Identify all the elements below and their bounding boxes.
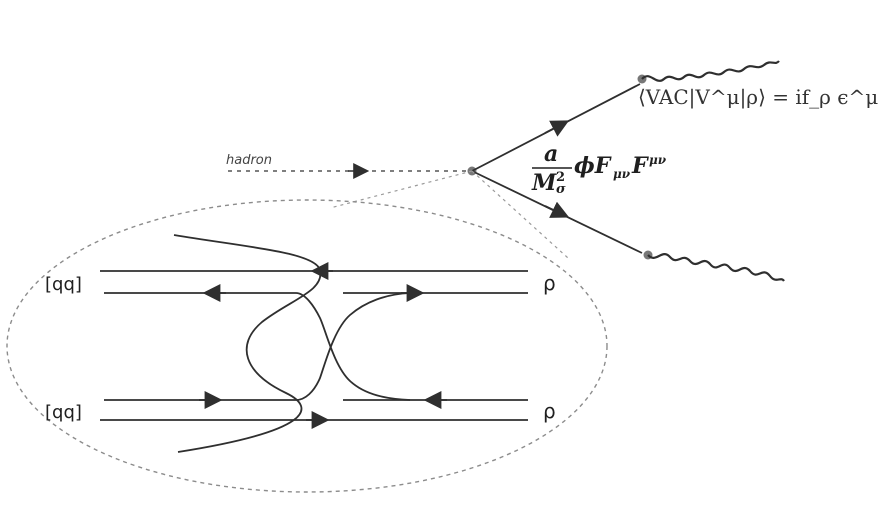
top-fermion-arrow xyxy=(544,120,570,137)
coupling-rest-main-2: F xyxy=(631,153,649,179)
coupling-rest-superscript: μν xyxy=(649,153,667,167)
coupling-rest-main: ϕF xyxy=(574,153,612,179)
coupling-numerator: a xyxy=(544,141,558,167)
zoom-connector-left xyxy=(329,170,473,209)
hadron-label: hadron xyxy=(226,153,272,168)
zoom-ellipse xyxy=(6,199,608,493)
vacuum-matrix-element-label: ⟨VAC|V^μ|ρ⟩ = if_ρ ϵ^μ xyxy=(638,85,878,110)
coupling-denominator-superscript: 2 xyxy=(556,170,565,185)
inner-crossing-curve-1 xyxy=(295,292,411,401)
zoom-connector-right xyxy=(471,170,569,259)
diquark-bottom-label: [qq] xyxy=(45,402,82,423)
coupling-label: a M 2 σ ϕF μν F μν xyxy=(531,141,667,197)
bottom-fermion-arrow xyxy=(544,201,570,218)
inner-left-curve xyxy=(173,234,322,453)
inner-crossing-curve-2 xyxy=(295,292,411,401)
diquark-top-label: [qq] xyxy=(45,274,82,295)
bottom-wavy-photon xyxy=(647,253,785,282)
coupling-denominator-main: M xyxy=(531,170,557,196)
coupling-rest-subscript: μν xyxy=(613,167,631,181)
top-wavy-photon xyxy=(641,60,780,82)
coupling-denominator-subscript: σ xyxy=(556,182,566,197)
rho-top-label: ρ xyxy=(543,271,556,295)
rho-bottom-label: ρ xyxy=(543,399,556,423)
